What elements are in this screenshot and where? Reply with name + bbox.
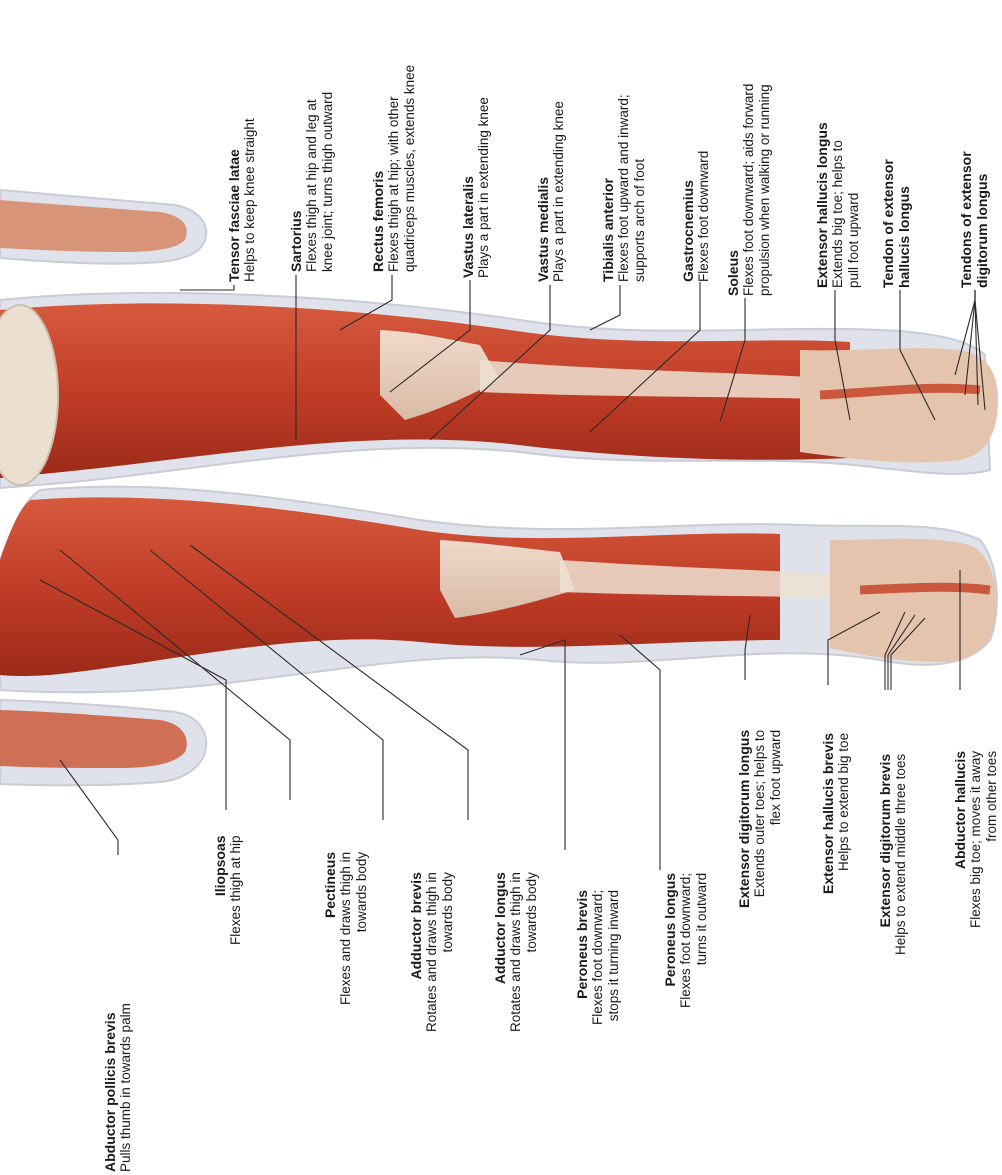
label-peroneus-longus: Peroneus longus Flexes foot downward; tu… <box>662 873 710 1008</box>
label-gastrocnemius: Gastrocnemius Flexes foot downward <box>680 151 712 282</box>
upper-leg <box>0 293 998 488</box>
label-extensor-hallucis-longus: Extensor hallucis longus Extends big toe… <box>814 122 862 288</box>
label-abductor-hallucis: Abductor hallucis Flexes big toe; moves … <box>952 751 1000 928</box>
label-vastus-medialis: Vastus medialis Plays a part in extendin… <box>535 101 567 282</box>
hand-top <box>0 190 206 264</box>
label-peroneus-brevis: Peroneus brevis Flexes foot downward; st… <box>574 890 622 1025</box>
label-iliopsoas: Iliopsoas Flexes thigh at hip <box>212 835 244 945</box>
foot-lower-muscle-band <box>860 587 990 590</box>
label-sartorius: Sartorius Flexes thigh at hip and leg at… <box>288 92 336 272</box>
label-extensor-hallucis-brevis: Extensor hallucis brevis Helps to extend… <box>820 733 852 894</box>
label-tibialis-anterior: Tibialis anterior Flexes foot upward and… <box>600 94 648 282</box>
label-adductor-longus: Adductor longus Rotates and draws thigh … <box>492 872 540 1032</box>
label-vastus-lateralis: Vastus lateralis Plays a part in extendi… <box>460 97 492 278</box>
label-tendons-extensor-digitorum-longus: Tendons of extensor digitorum longus <box>958 151 990 288</box>
foot-lower <box>830 539 996 662</box>
label-rectus-femoris: Rectus femoris Flexes thigh at hip; with… <box>370 65 418 272</box>
label-pectineus: Pectineus Flexes and draws thigh in towa… <box>322 852 370 1005</box>
label-extensor-digitorum-brevis: Extensor digitorum brevis Helps to exten… <box>877 754 909 955</box>
label-soleus: Soleus Flexes foot downward; aids forwar… <box>725 84 773 296</box>
label-tensor-fasciae-latae: Tensor fasciae latae Helps to keep knee … <box>226 118 258 282</box>
label-extensor-digitorum-longus: Extensor digitorum longus Extends outer … <box>736 730 784 908</box>
label-adductor-brevis: Adductor brevis Rotates and draws thigh … <box>408 872 456 1032</box>
lower-leg <box>0 487 997 693</box>
hand-bottom <box>0 700 206 785</box>
label-tendon-extensor-hallucis-longus: Tendon of extensor hallucis longus <box>880 159 912 288</box>
label-abductor-pollicis-brevis: Abductor pollicis brevis Pulls thumb in … <box>102 1003 134 1172</box>
